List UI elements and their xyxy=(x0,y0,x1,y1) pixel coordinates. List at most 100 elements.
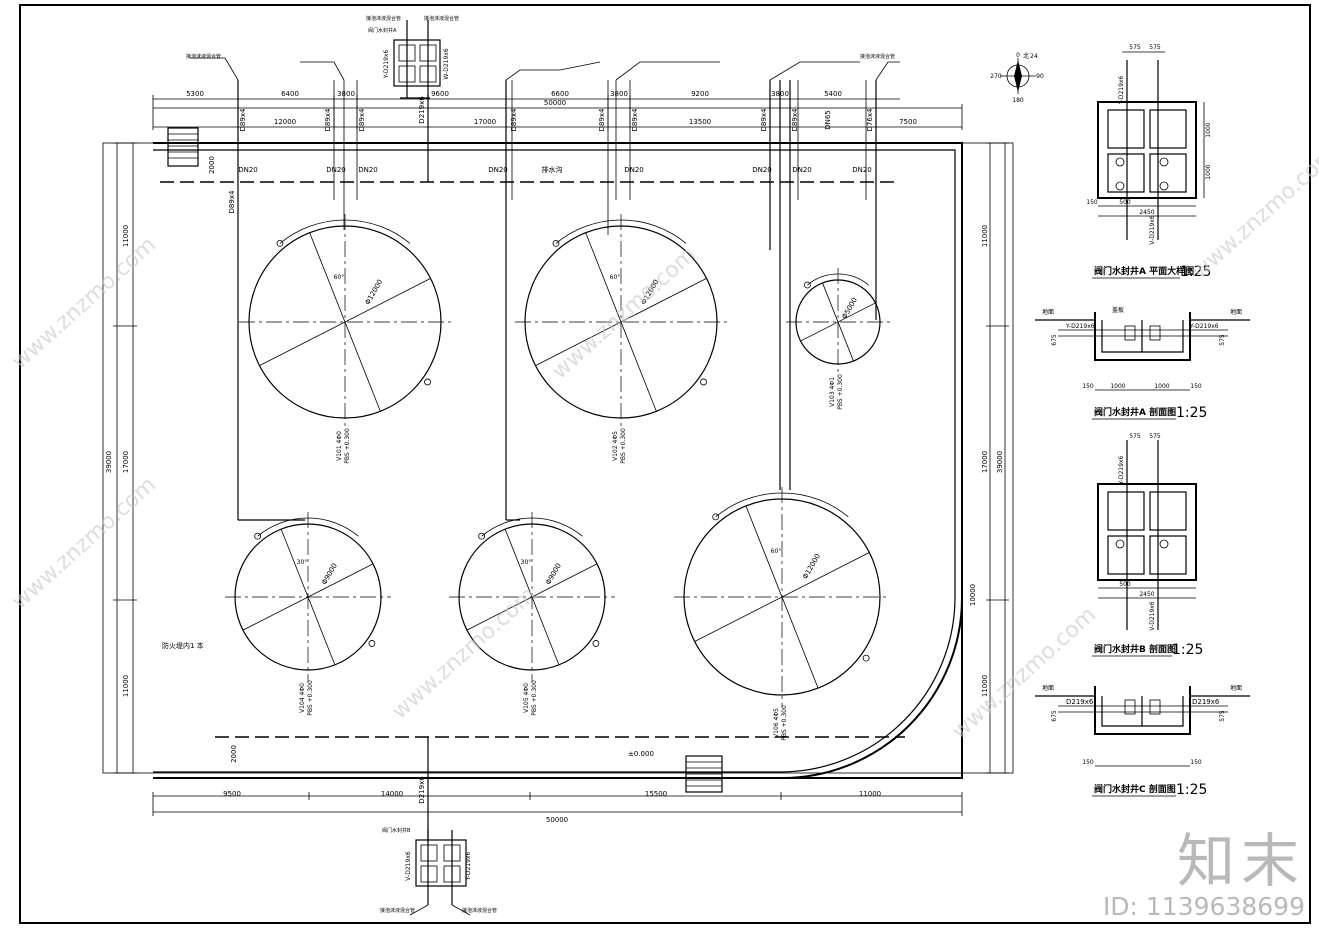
tank-diameter-line xyxy=(242,563,374,631)
main-pipe-label: D219x6 xyxy=(418,96,426,124)
pipe-label-2: D89x4 xyxy=(324,108,332,131)
tank-tag-label: V101 4Φ0 xyxy=(336,431,343,461)
top-dim-9: 5400 xyxy=(824,90,842,98)
planA-scale: 1:25 xyxy=(1180,264,1211,280)
tank-diameter-line xyxy=(535,278,707,366)
bottom-note-1: 阀门水封井B xyxy=(382,827,411,834)
well-c-section: 地面 地面 D219x6 D219x6 675 575 150 150 阀门水封… xyxy=(1035,684,1250,798)
brand-id: ID: 1139638699 xyxy=(1102,892,1305,921)
bottom-valve-well: V-D219x6 Y-D219x6 xyxy=(405,830,472,916)
branch-label-6: DN20 xyxy=(752,166,772,174)
pipe-label-4: D89x4 xyxy=(510,108,518,131)
elevation-label: ±0.000 xyxy=(628,750,654,758)
secA-ground-l: 地面 xyxy=(1042,308,1054,316)
pipe-label-6: D89x4 xyxy=(631,108,639,131)
secA-pipe-l: Y-D219x6 xyxy=(1065,323,1095,330)
top-well-pipe-2: W-D219x6 xyxy=(443,48,450,79)
foam-ring-arc xyxy=(481,517,583,537)
secB-pipe-y: Y-D219x6 xyxy=(1118,456,1125,486)
top-dim-2: 6400 xyxy=(281,90,299,98)
pipe-label-10: D76x4 xyxy=(866,108,874,131)
top-dim2-2: 17000 xyxy=(474,118,496,126)
secB-dim-500: 500 xyxy=(1119,581,1131,588)
top-note-2: 接泡沫液混合管 xyxy=(366,15,401,22)
foam-ring-arc xyxy=(257,517,359,537)
tank-tag-label: V104 4Φ0 xyxy=(299,683,306,713)
offset-top: 2000 xyxy=(208,156,216,174)
bottom-dim-3: 15500 xyxy=(645,790,667,798)
right-dim-3: 11000 xyxy=(981,675,989,697)
corner-radius: 10000 xyxy=(969,584,977,606)
secC-dim-675: 675 xyxy=(1051,710,1058,722)
top-dim-3: 3800 xyxy=(337,90,355,98)
watermark-3: www.znzmo.com xyxy=(387,582,541,724)
secA-ground-r: 地面 xyxy=(1230,308,1242,316)
compass-north: 北 xyxy=(1023,52,1029,60)
pipe-label-9: D89x4 xyxy=(228,190,236,213)
well-a-plan: 575 575 500 2450 150 1000 1000 Y-D219x6 … xyxy=(1086,44,1212,280)
drain-label: 排水沟 xyxy=(542,165,563,174)
secC-dim-575: 575 xyxy=(1219,710,1226,722)
pipe-label-11: DN65 xyxy=(824,110,832,130)
top-dim-4: 9600 xyxy=(431,90,449,98)
left-dim-2: 17000 xyxy=(122,451,130,473)
bottom-well-pipe-1: V-D219x6 xyxy=(405,851,412,881)
branch-label-8: DN20 xyxy=(852,166,872,174)
planA-title: 阀门水封井A 平面大样图 xyxy=(1094,265,1194,277)
foam-chamber-icon xyxy=(712,513,720,521)
tank-diameter-line xyxy=(259,278,431,366)
tank-elevation-label: PBS +0.300 xyxy=(781,705,788,741)
secC-scale: 1:25 xyxy=(1176,782,1207,798)
well-b-section: 575 575 500 2450 Y-D219x6 V-D219x6 阀门水封井… xyxy=(1092,433,1203,658)
foam-chamber-icon xyxy=(862,654,870,662)
tank-angle-label: 60° xyxy=(334,274,345,281)
secA-dim-1000b: 1000 xyxy=(1154,383,1169,390)
top-note-3: 阀门水封井A xyxy=(368,27,397,34)
bottom-dim-1: 9500 xyxy=(223,790,241,798)
stairs-bottom xyxy=(685,755,723,793)
tank-angle-label: 30° xyxy=(521,559,532,566)
tank-diameter-line xyxy=(694,552,870,642)
top-dim-5: 6600 xyxy=(551,90,569,98)
top-dim-8: 3800 xyxy=(771,90,789,98)
brand-block: 知末 ID: 1139638699 xyxy=(1103,830,1305,922)
watermark-5: www.znzmo.com xyxy=(947,602,1101,744)
firewall-inner xyxy=(153,149,956,773)
main-plan: 5300 6400 3800 9600 6600 3800 9200 3800 … xyxy=(102,15,1014,916)
foam-chamber-icon xyxy=(552,240,560,247)
foam-chamber-icon xyxy=(276,240,284,247)
watermark-6: www.znzmo.com xyxy=(1187,142,1319,284)
planA-dim-1000b: 1000 xyxy=(1205,164,1212,179)
tank-angle-label: 60° xyxy=(771,548,782,555)
pipe-label-5: D89x4 xyxy=(598,108,606,131)
tank-diameter-label: Φ12000 xyxy=(801,553,822,581)
bottom-total-dim: 50000 xyxy=(546,816,568,824)
secB-dim-575a: 575 xyxy=(1129,433,1141,440)
branch-label-7: DN20 xyxy=(792,166,812,174)
secB-scale: 1:25 xyxy=(1172,642,1203,658)
left-dim-1: 11000 xyxy=(122,225,130,247)
left-total-dim: 39000 xyxy=(105,451,113,473)
compass-west: 270 xyxy=(990,73,1002,80)
secC-pipe-r: D219x6 xyxy=(1192,698,1220,706)
tank-diameter-line xyxy=(466,563,598,631)
branch-label-1: DN20 xyxy=(238,166,258,174)
foam-chamber-icon xyxy=(592,640,600,647)
branch-label-5: DN20 xyxy=(624,166,644,174)
secB-pipe-v: V-D219x6 xyxy=(1149,601,1156,631)
secA-dim-575: 575 xyxy=(1219,334,1226,346)
watermark-1: www.znzmo.com xyxy=(7,232,161,374)
secA-dim-150b: 150 xyxy=(1190,383,1202,390)
top-dim2-4: 7500 xyxy=(899,118,917,126)
planA-dim-2450: 2450 xyxy=(1139,209,1154,216)
tank-tag-label: V106 4Φ5 xyxy=(773,708,780,738)
right-dim-2: 17000 xyxy=(981,451,989,473)
pipe-label-8: D89x4 xyxy=(791,108,799,131)
pipe-label-3: D89x4 xyxy=(358,108,366,131)
well-a-section: 地面 盖板 地面 Y-D219x6 Y-D219x6 1000 1000 150… xyxy=(1035,306,1250,421)
planA-dim-575b: 575 xyxy=(1149,44,1161,51)
